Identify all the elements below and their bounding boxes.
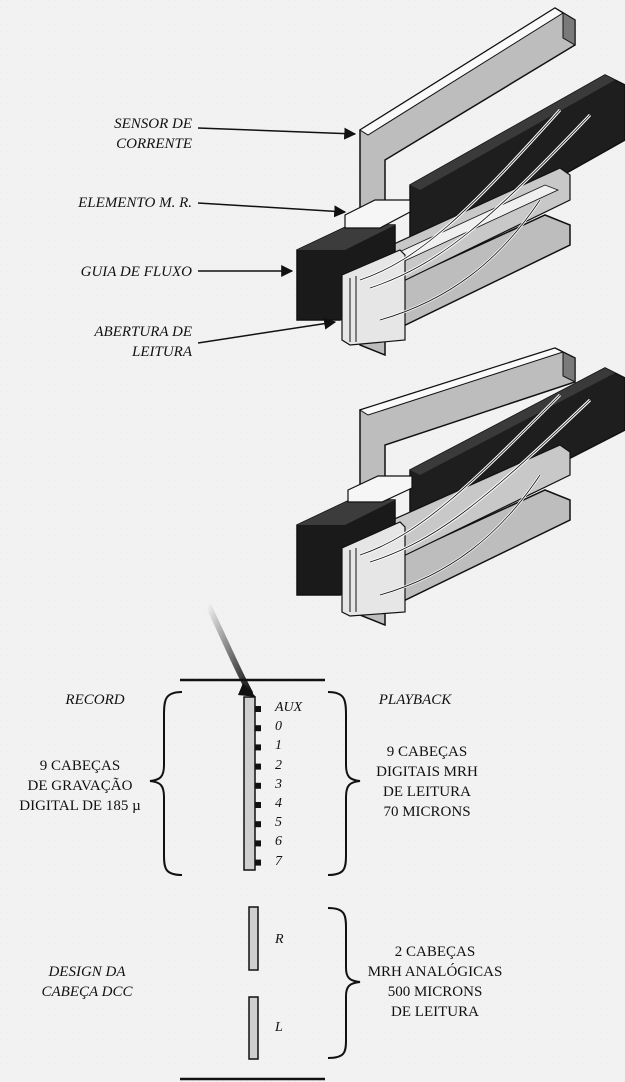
digital-track-label-7: 6 [275, 834, 282, 850]
record-description-line-2: DE GRAVAÇÃO [27, 778, 133, 794]
design-title-line-1: DESIGN DA [48, 964, 126, 980]
digital-head-marker-7 [255, 840, 261, 847]
record-description: 9 CABEÇAS DE GRAVAÇÃO DIGITAL DE 185 µ [2, 756, 158, 816]
sensor-arrow [197, 127, 357, 140]
zoom-pointer-arrow [205, 602, 253, 696]
mr-head-assembly-top [296, 7, 625, 357]
flux-guide-label: GUIA DE FLUXO [56, 262, 192, 282]
analog-description-line-4: DE LEITURA [391, 1004, 479, 1020]
digital-track-label-0: AUX [275, 700, 303, 715]
sensor-label: SENSOR DE CORRENTE [96, 114, 192, 154]
digital-head-marker-1 [255, 725, 261, 732]
digital-head-marker-5 [255, 802, 261, 808]
playback-description-line-2: DIGITAIS MRH [376, 764, 478, 780]
design-title: DESIGN DA CABEÇA DCC [22, 962, 152, 1002]
analog-description-line-3: 500 MICRONS [387, 984, 483, 1000]
mr-element-label-line-1: ELEMENTO M. R. [78, 195, 192, 211]
design-title-line-2: CABEÇA DCC [41, 984, 133, 1000]
digital-track-label-4: 3 [275, 776, 282, 792]
record-description-line-3: DIGITAL DE 185 µ [19, 798, 141, 814]
digital-head-marker-4 [255, 782, 261, 789]
playback-brace [327, 691, 361, 876]
digital-head-marker-8 [255, 859, 261, 866]
analog-description-line-1: 2 CABEÇAS [394, 944, 476, 960]
playback-description-line-4: 70 MICRONS [383, 804, 471, 820]
analog-track-bar-l [248, 996, 259, 1060]
sensor-label-line-1: SENSOR DE [114, 116, 192, 132]
mr-element-arrow [197, 202, 347, 218]
playback-title: PLAYBACK [378, 692, 452, 708]
read-gap-label-line-1: ABERTURA DE [94, 324, 192, 340]
digital-head-marker-3 [255, 763, 261, 770]
digital-track-label-5: 4 [275, 796, 282, 811]
read-gap-arrow [197, 317, 337, 344]
playback-description-line-3: DE LEITURA [383, 784, 471, 800]
read-gap-label: ABERTURA DE LEITURA [60, 322, 192, 362]
mr-element-label: ELEMENTO M. R. [56, 193, 192, 213]
playback-description: 9 CABEÇAS DIGITAIS MRH DE LEITURA 70 MIC… [362, 742, 492, 822]
digital-track-label-1: 0 [275, 719, 282, 735]
digital-track-label-3: 2 [275, 757, 282, 773]
playback-description-line-1: 9 CABEÇAS [386, 744, 468, 760]
read-gap-label-line-2: LEITURA [132, 344, 192, 360]
digital-head-marker-0 [255, 706, 261, 712]
record-title: RECORD [65, 692, 125, 708]
analog-description: 2 CABEÇAS MRH ANALÓGICAS 500 MICRONS DE … [360, 942, 510, 1022]
digital-track-label-6: 5 [275, 815, 282, 831]
sensor-label-line-2: CORRENTE [116, 136, 192, 152]
flux-guide-label-line-1: GUIA DE FLUXO [80, 264, 192, 280]
analog-track-bar-r [248, 906, 259, 971]
analog-description-line-2: MRH ANALÓGICAS [367, 964, 503, 980]
record-brace [149, 691, 183, 876]
analog-track-label-r: R [275, 932, 284, 947]
digital-track-label-8: 7 [275, 853, 282, 869]
digital-head-marker-2 [255, 744, 261, 751]
digital-head-marker-6 [255, 821, 261, 828]
record-description-line-1: 9 CABEÇAS [39, 758, 121, 774]
mr-head-assembly-bottom [296, 347, 625, 627]
analog-brace [327, 907, 361, 1059]
digital-track-label-2: 1 [275, 738, 282, 754]
analog-track-label-l: L [275, 1020, 283, 1035]
digital-track-bar [243, 696, 261, 871]
